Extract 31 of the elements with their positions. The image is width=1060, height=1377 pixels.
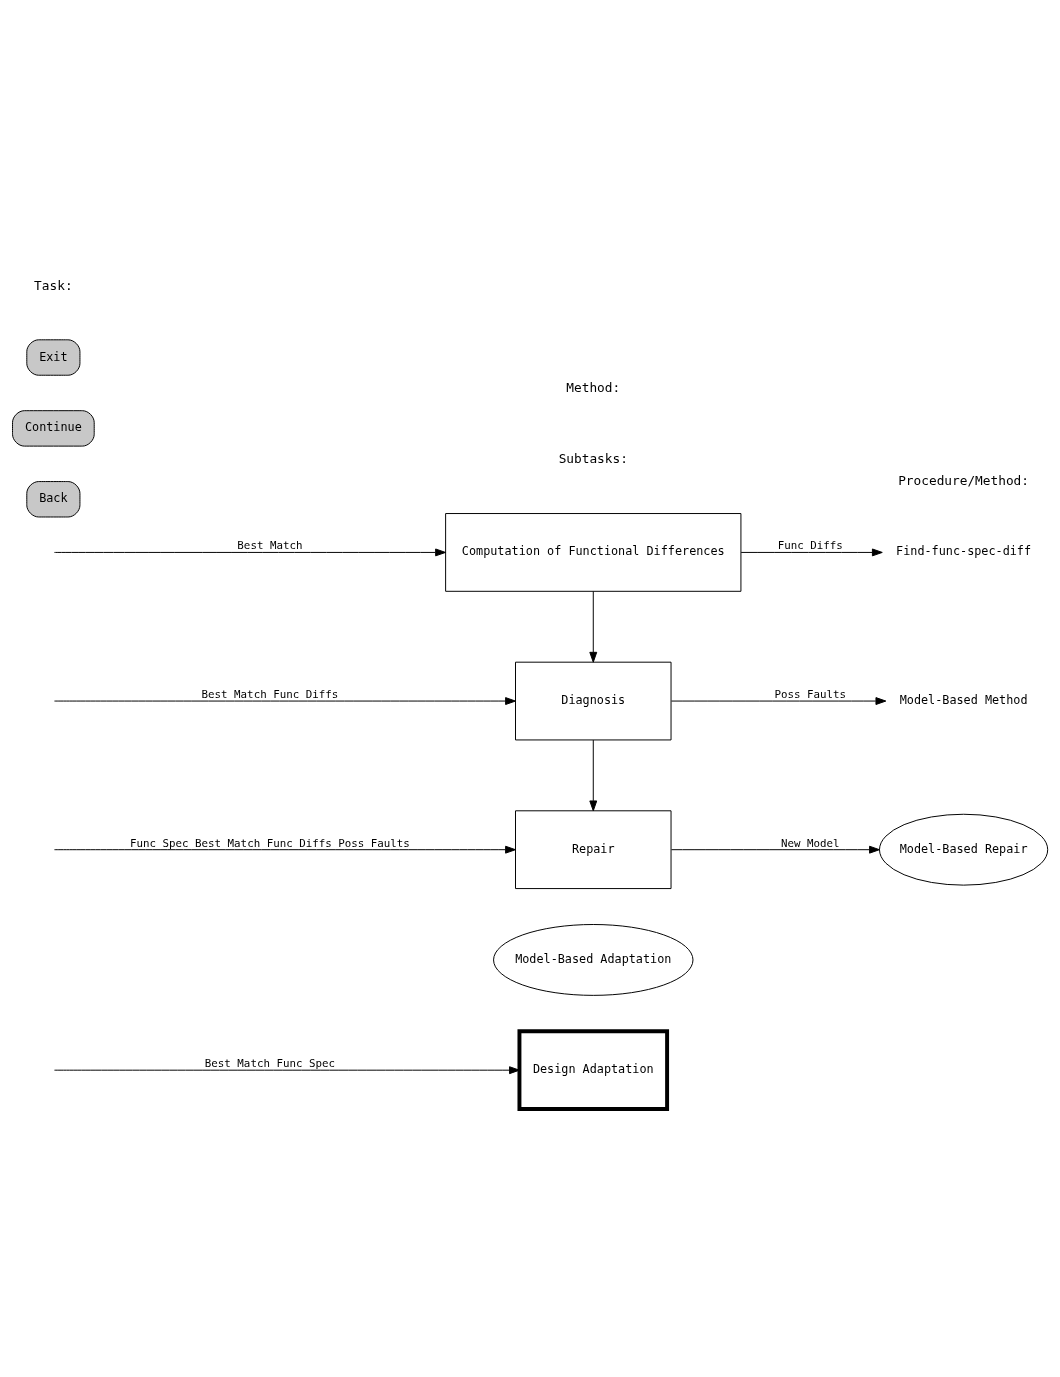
- label: Task:: [34, 277, 73, 293]
- arrow: [671, 696, 887, 705]
- arrow: [671, 845, 880, 854]
- edge-label: New Model: [781, 836, 840, 850]
- node-text: Find-func-spec-diff: [896, 543, 1032, 558]
- edge-label: Func Spec Best Match Func Diffs Poss Faults: [129, 836, 410, 850]
- node-ellipse: Model-Based Repair: [879, 813, 1049, 886]
- label: Subtasks:: [558, 450, 628, 466]
- arrow: [53, 696, 516, 705]
- arrow: [740, 548, 883, 556]
- node-box: Repair: [515, 809, 672, 889]
- node-box: Computation of Functional Differences: [445, 512, 742, 592]
- node-box: Continue: [12, 409, 95, 447]
- arrow: [53, 1065, 520, 1074]
- edge-label: Best Match: [237, 538, 303, 552]
- node-ellipse: Model-Based Adaptation: [493, 923, 694, 996]
- node-box: Exit: [26, 338, 81, 376]
- edge-label: Best Match Func Spec: [204, 1056, 336, 1070]
- node-box: Diagnosis: [515, 661, 672, 740]
- arrow: [53, 548, 446, 556]
- label: Method:: [566, 379, 621, 395]
- node-box: Back: [26, 480, 81, 517]
- node-text: Model-Based Method: [899, 692, 1028, 707]
- arrow: [589, 590, 598, 663]
- arrow: [53, 845, 516, 854]
- label: Procedure/Method:: [898, 472, 1030, 488]
- arrow: [589, 739, 598, 811]
- edge-label: Func Diffs: [777, 538, 843, 552]
- edge-label: Poss Faults: [774, 687, 847, 701]
- edge-label: Best Match Func Diffs: [201, 687, 339, 701]
- node-box: Design Adaptation: [517, 1028, 670, 1111]
